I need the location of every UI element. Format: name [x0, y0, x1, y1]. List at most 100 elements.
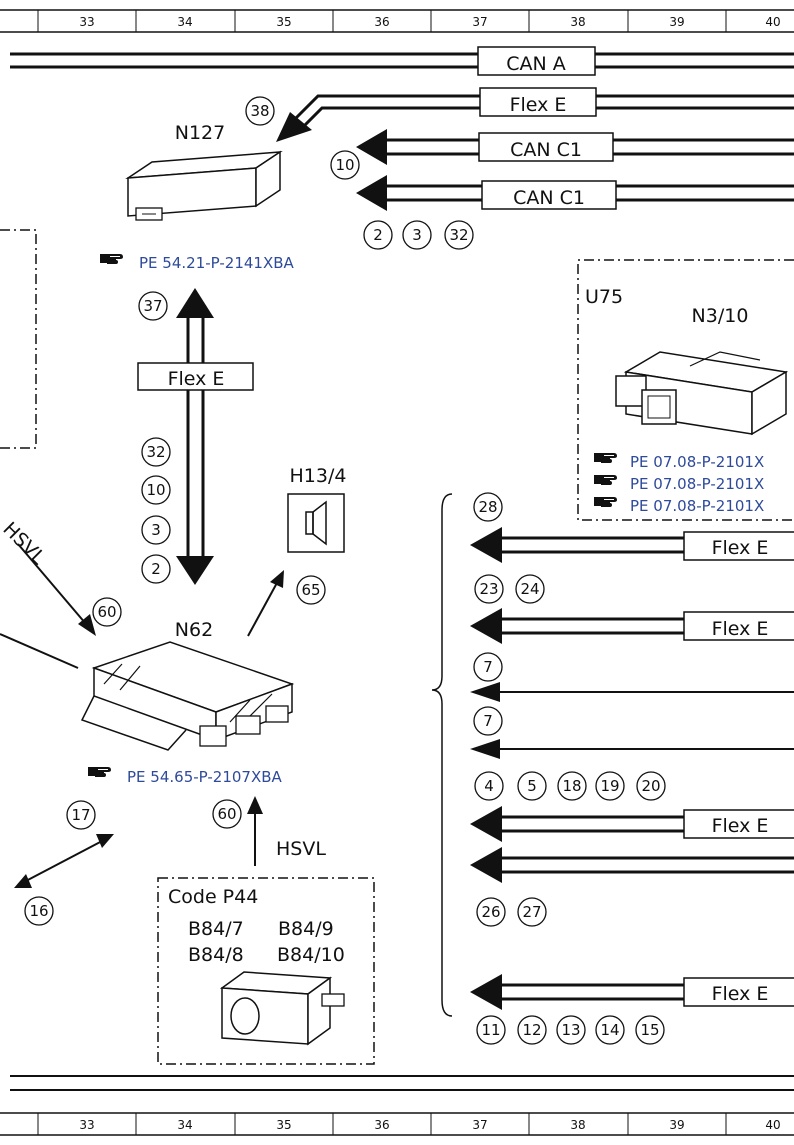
ruler-col-40: 40 — [765, 15, 780, 29]
marker-3-mid: 3 — [151, 521, 161, 539]
ruler-col-34: 34 — [177, 1118, 192, 1132]
pointer-hand-icon — [99, 253, 124, 265]
line-7b: 7 — [470, 706, 794, 759]
n62-ref: PE 54.65-P-2107XBA — [127, 768, 283, 786]
line-7a: 7 — [470, 652, 794, 702]
ruler-col-36: 36 — [374, 15, 389, 29]
n127-ref: PE 54.21-P-2141XBA — [139, 254, 295, 272]
ruler-col-38: 38 — [570, 1118, 585, 1132]
marker-15: 15 — [640, 1021, 659, 1039]
marker-3-top: 3 — [412, 226, 422, 244]
n3-10-ref-2: PE 07.08-P-2101X — [630, 475, 764, 493]
marker-18: 18 — [562, 777, 581, 795]
bus-26-27: 26 27 — [470, 847, 794, 927]
marker-11: 11 — [481, 1021, 500, 1039]
marker-7-b: 7 — [483, 712, 493, 730]
b84-9-label: B84/9 — [278, 918, 334, 940]
b84-10-label: B84/10 — [277, 944, 345, 966]
marker-27: 27 — [522, 903, 541, 921]
marker-17: 17 — [71, 806, 90, 824]
marker-10-mid: 10 — [146, 481, 165, 499]
marker-24: 24 — [520, 580, 539, 598]
marker-12: 12 — [522, 1021, 541, 1039]
marker-2-top: 2 — [373, 226, 383, 244]
b84-7-label: B84/7 — [188, 918, 244, 940]
pointer-hand-icon — [593, 474, 618, 486]
marker-60-left: 60 — [97, 603, 116, 621]
ruler-col-33: 33 — [79, 15, 94, 29]
marker-60-bottom: 60 — [217, 805, 236, 823]
marker-7-a: 7 — [483, 658, 493, 676]
hsvl-left-label: HSVL — [0, 518, 50, 569]
flex-e-top-label: Flex E — [510, 94, 567, 116]
ruler-col-33: 33 — [79, 1118, 94, 1132]
ruler-col-40: 40 — [765, 1118, 780, 1132]
can-c1-label-1: CAN C1 — [510, 139, 582, 161]
marker-19: 19 — [600, 777, 619, 795]
u75-box: U75 N3/10 PE 07.08-P-2101X PE 07.08-P-21… — [577, 259, 794, 521]
flex-e-r1-label: Flex E — [712, 537, 769, 559]
flex-e-bus-r3: Flex E 4 5 18 19 20 — [470, 771, 794, 842]
marker-2-mid: 2 — [151, 560, 161, 578]
n127-label: N127 — [175, 122, 225, 144]
flex-e-bus-r1: Flex E 28 — [470, 492, 794, 563]
marker-38: 38 — [250, 102, 269, 120]
sensor-icon — [219, 971, 345, 1046]
marker-10-top: 10 — [335, 156, 354, 174]
flex-e-bus-r4: Flex E 11 12 13 14 15 — [470, 974, 794, 1045]
n127-module: N127 PE 54.21-P-2141XBA — [99, 122, 295, 272]
can-a-label: CAN A — [506, 53, 566, 75]
ruler-col-36: 36 — [374, 1118, 389, 1132]
hsvl-bottom-label: HSVL — [276, 838, 326, 860]
n3-10-ref-1: PE 07.08-P-2101X — [630, 453, 764, 471]
top-ruler: 33 34 35 36 37 38 39 40 — [0, 9, 794, 33]
can-c1-bus-1: CAN C1 10 — [330, 129, 794, 180]
ruler-col-37: 37 — [472, 1118, 487, 1132]
marker-32-top: 32 — [449, 226, 468, 244]
marker-65: 65 — [301, 581, 320, 599]
n62-module: N62 PE 54.65-P-2107XBA — [80, 619, 295, 786]
bottom-ruler: 33 34 35 36 37 38 39 40 — [0, 1112, 794, 1136]
left-dashed-box — [0, 229, 37, 449]
code-p44-title: Code P44 — [168, 886, 258, 908]
marker-4: 4 — [484, 777, 494, 795]
flex-e-top-bus: Flex E 38 — [245, 87, 794, 142]
ruler-col-34: 34 — [177, 15, 192, 29]
can-a-bus: CAN A — [10, 46, 794, 76]
n3-10-ecu-icon — [615, 351, 789, 436]
can-c1-label-2: CAN C1 — [513, 187, 585, 209]
flex-e-r2-label: Flex E — [712, 618, 769, 640]
flex-e-vertical-label: Flex E — [168, 368, 225, 390]
can-c1-bus-2: CAN C1 2 3 32 — [356, 175, 794, 250]
marker-26: 26 — [481, 903, 500, 921]
ruler-col-39: 39 — [669, 15, 684, 29]
hsvl-bottom-line: 60 HSVL — [212, 796, 326, 866]
h13-4-label: H13/4 — [290, 465, 347, 487]
b84-8-label: B84/8 — [188, 944, 244, 966]
marker-20: 20 — [641, 777, 660, 795]
marker-23: 23 — [479, 580, 498, 598]
flex-e-bus-r2: Flex E 23 24 — [470, 574, 794, 644]
h13-4-speaker: H13/4 65 — [247, 465, 347, 637]
n62-label: N62 — [175, 619, 213, 641]
hsvl-left-line: HSVL 60 — [0, 518, 122, 669]
marker-32-mid: 32 — [146, 443, 165, 461]
marker-37: 37 — [143, 297, 162, 315]
double-arrow-16-17: 17 16 — [14, 800, 114, 926]
ruler-col-35: 35 — [276, 1118, 291, 1132]
pointer-hand-icon — [593, 452, 618, 464]
marker-5: 5 — [527, 777, 537, 795]
ruler-col-37: 37 — [472, 15, 487, 29]
ruler-col-35: 35 — [276, 15, 291, 29]
right-group-brace — [431, 493, 453, 1017]
speaker-icon — [305, 500, 327, 546]
code-p44-box: Code P44 B84/7 B84/9 B84/8 B84/10 — [157, 877, 375, 1065]
pointer-hand-icon — [593, 496, 618, 508]
n3-10-ref-3: PE 07.08-P-2101X — [630, 497, 764, 515]
marker-13: 13 — [561, 1021, 580, 1039]
marker-28: 28 — [478, 498, 497, 516]
bottom-bus-lines — [10, 1075, 794, 1091]
n3-10-label: N3/10 — [692, 305, 749, 327]
marker-14: 14 — [600, 1021, 619, 1039]
